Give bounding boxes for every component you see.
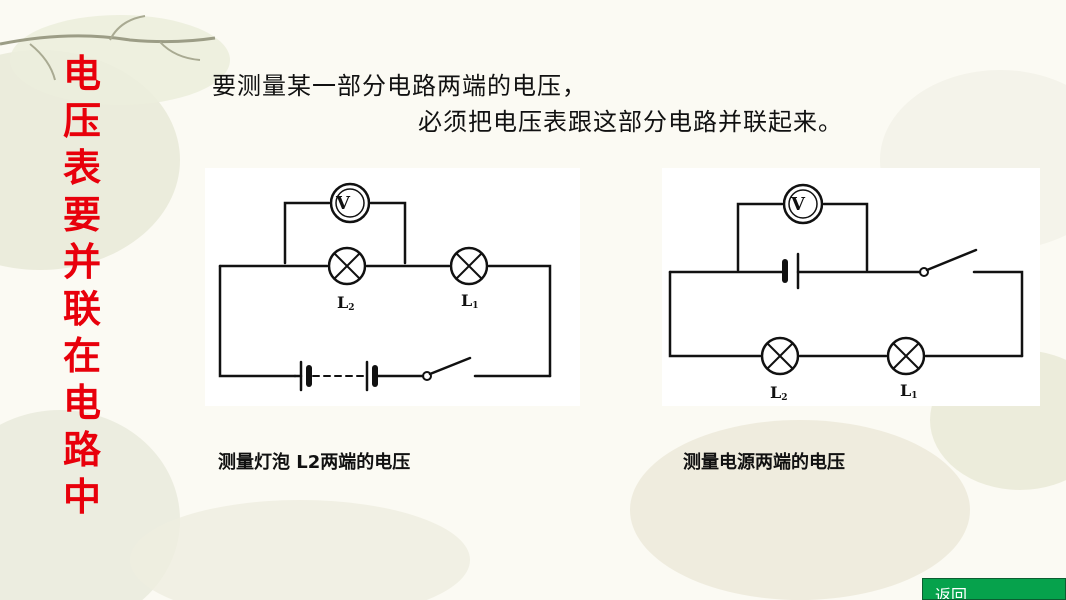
voltmeter: [329, 182, 371, 224]
voltmeter-wire: [736, 202, 784, 272]
svg-text:L1: L1: [900, 381, 918, 401]
lamp-l2-subscript: 2: [781, 393, 787, 403]
title-char: 压: [62, 98, 101, 143]
title-char: 电: [62, 380, 101, 425]
circuit-left-panel: V L2 L1: [205, 168, 580, 406]
voltmeter-wire: [369, 201, 407, 265]
intro-line-2: 必须把电压表跟这部分电路并联起来。: [418, 108, 843, 136]
voltmeter-label: V: [790, 194, 806, 215]
caption-right: 测量电源两端的电压: [683, 452, 845, 473]
lamp-l1-subscript: 1: [911, 391, 917, 401]
switch-pivot: [919, 267, 929, 277]
switch-pivot: [422, 371, 432, 381]
caption-left: 测量灯泡 L2两端的电压: [218, 452, 411, 473]
lamp-l2-subscript: 2: [348, 303, 354, 313]
lamp-l1-label: L: [461, 291, 472, 310]
circuit-right-diagram: V L2 L1: [668, 183, 1024, 403]
top-wire: [487, 264, 552, 378]
voltmeter-wire: [822, 202, 869, 272]
lamp-l1-label: L: [900, 381, 911, 400]
lamp-l1: [449, 246, 489, 286]
lamp-l2: [327, 246, 367, 286]
svg-text:L2: L2: [770, 383, 788, 403]
title-char: 在: [62, 333, 101, 378]
back-button[interactable]: 返回: [922, 578, 1066, 600]
title-char: 并: [62, 239, 101, 284]
title-char: 中: [62, 474, 101, 519]
voltmeter-wire: [283, 201, 331, 265]
svg-text:L1: L1: [461, 291, 479, 311]
title-char: 电: [62, 51, 101, 96]
switch-blade: [925, 248, 978, 272]
title-char: 表: [62, 145, 101, 190]
top-wire: [972, 270, 1024, 358]
lamp-l1: [886, 336, 926, 376]
switch-blade: [428, 356, 472, 376]
lamp-l2-label: L: [770, 383, 781, 402]
title-char: 联: [62, 286, 101, 331]
left-wire: [218, 264, 297, 378]
circuit-right-panel: V L2 L1: [662, 168, 1040, 406]
title-char: 要: [62, 192, 101, 237]
title-char: 路: [62, 427, 101, 472]
lamp-l1-subscript: 1: [472, 301, 478, 311]
voltmeter: [782, 183, 824, 225]
lamp-l2-label: L: [337, 293, 348, 312]
vertical-title: 电 压 表 要 并 联 在 电 路 中: [52, 50, 112, 520]
svg-text:L2: L2: [337, 293, 355, 313]
left-wire: [668, 270, 762, 358]
lamp-l2: [760, 336, 800, 376]
voltmeter-label: V: [335, 193, 351, 214]
intro-line-1: 要测量某一部分电路两端的电压，: [212, 72, 587, 100]
circuit-left-diagram: V L2 L1: [218, 182, 552, 392]
